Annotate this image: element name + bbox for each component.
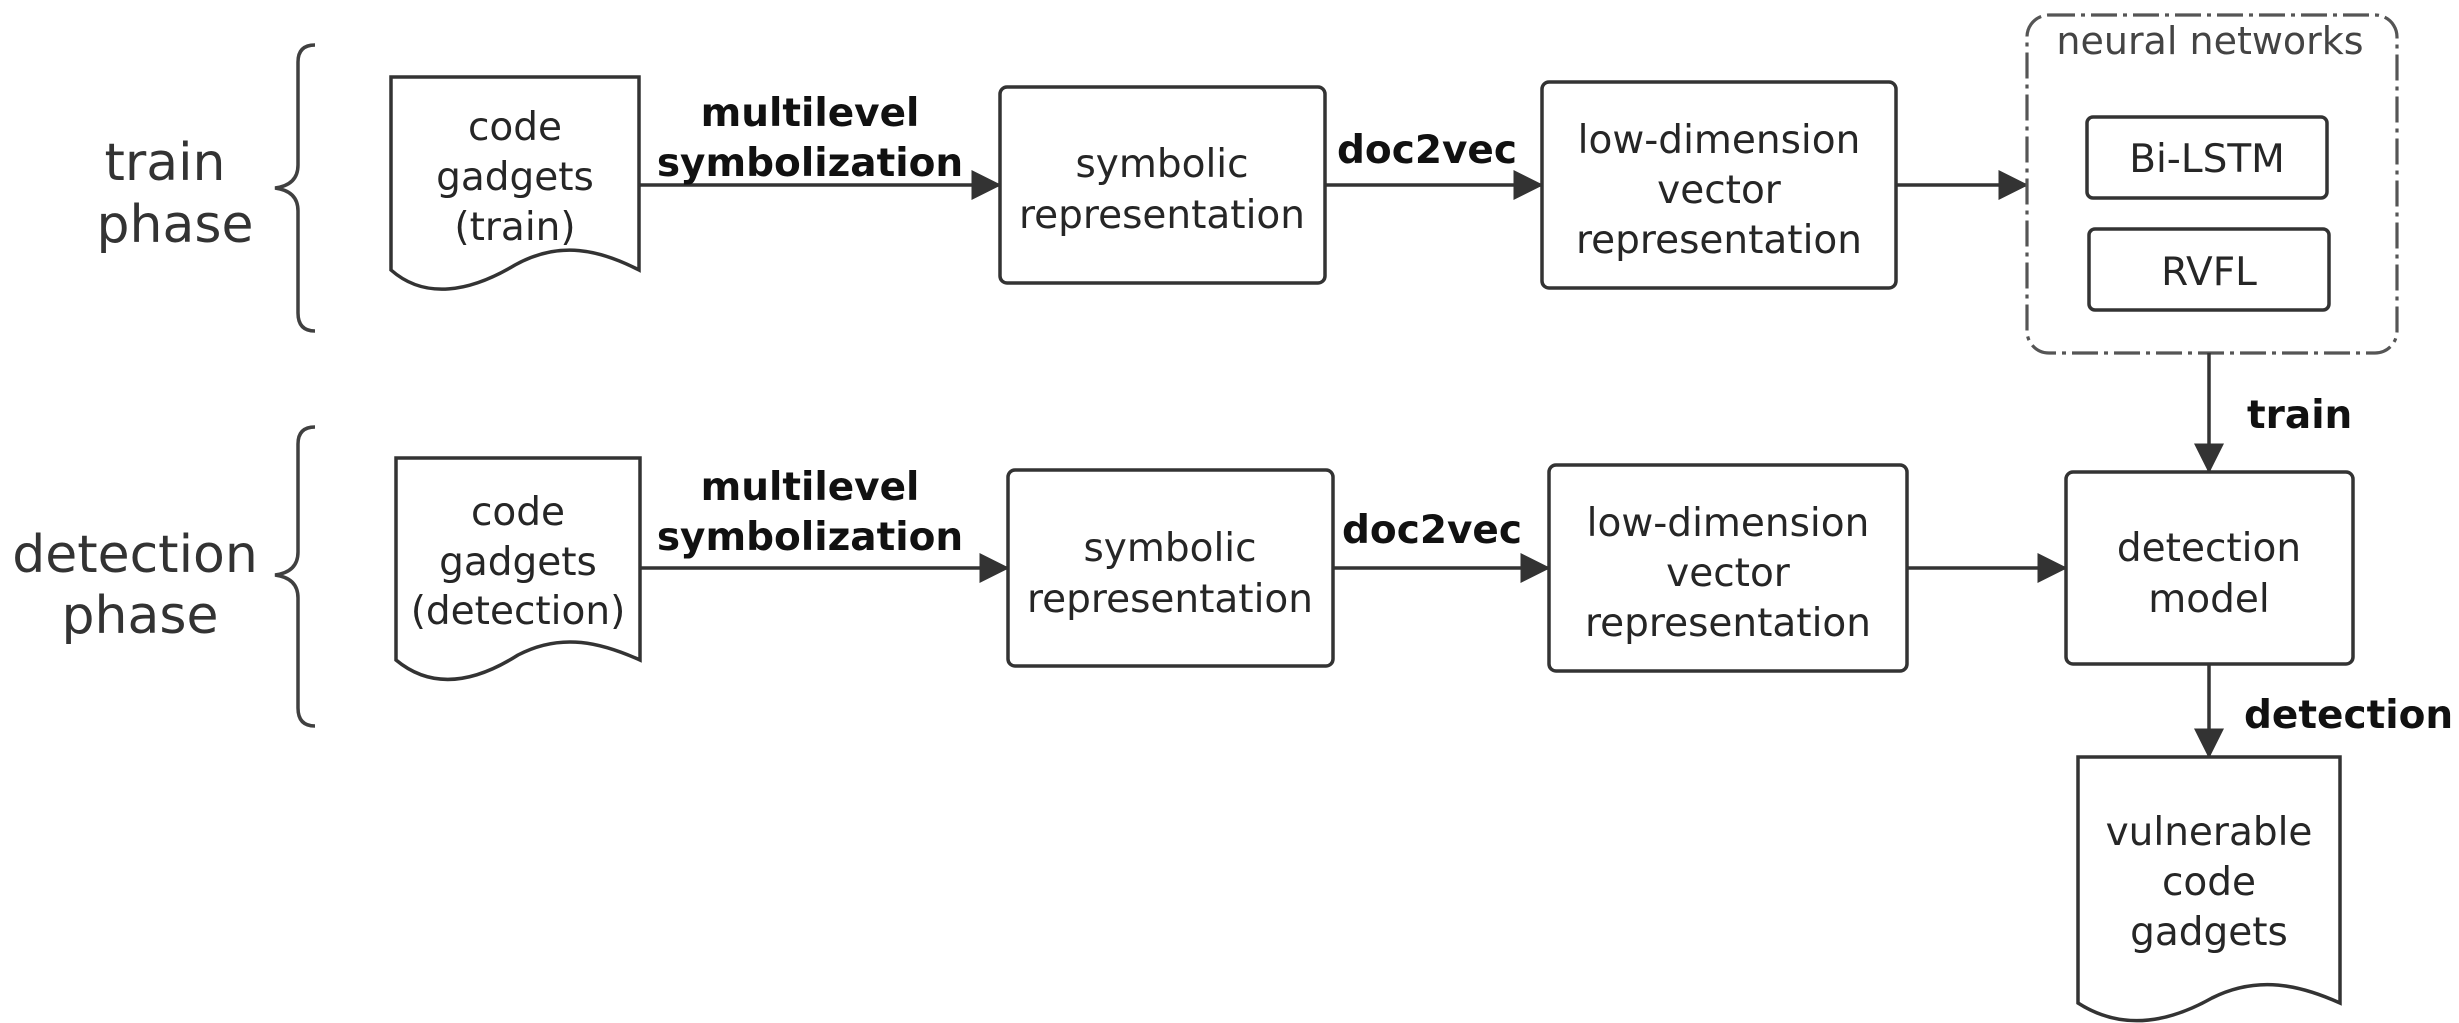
- detection-input-document: code gadgets (detection): [394, 456, 642, 682]
- train-symbolization-line-2: symbolization: [657, 141, 963, 186]
- output-line-3: gadgets: [2130, 910, 2288, 955]
- detection-symbolization-label: multilevel symbolization: [657, 465, 963, 560]
- train-phase-label: train phase: [97, 133, 254, 255]
- neural-networks-group: neural networks Bi-LSTM RVFL: [2025, 13, 2399, 355]
- train-vector-box: low-dimension vector representation: [1540, 80, 1898, 290]
- detection-input-line-1: code: [471, 490, 565, 535]
- detection-symbolic-line-1: symbolic: [1083, 526, 1256, 571]
- detection-symbolization-line-1: multilevel: [701, 465, 920, 510]
- detection-phase-brace: [274, 425, 316, 728]
- detection-vector-line-1: low-dimension: [1587, 501, 1870, 546]
- detection-vector-box: low-dimension vector representation: [1547, 463, 1909, 673]
- train-symbolic-line-1: symbolic: [1075, 142, 1248, 187]
- output-line-2: code: [2162, 860, 2256, 905]
- bi-lstm-box: Bi-LSTM: [2085, 115, 2329, 200]
- train-symbolization-label: multilevel symbolization: [657, 91, 963, 186]
- train-input-document: code gadgets (train): [389, 75, 641, 291]
- detection-vector-line-2: vector: [1666, 551, 1791, 596]
- detection-model-box: detection model: [2064, 470, 2355, 666]
- train-doc2vec-label: doc2vec: [1337, 128, 1517, 173]
- train-phase-brace: [274, 43, 316, 333]
- train-vector-line-2: vector: [1657, 168, 1782, 213]
- detection-phase-line-2: phase: [62, 586, 219, 646]
- output-document: vulnerable code gadgets: [2076, 755, 2342, 1023]
- train-edge-label: train: [2247, 393, 2352, 438]
- detection-input-line-2: gadgets: [439, 540, 597, 585]
- detection-symbolic-line-2: representation: [1027, 577, 1313, 622]
- detection-edge-label: detection: [2244, 693, 2453, 738]
- detection-model-line-2: model: [2148, 577, 2269, 622]
- train-input-line-3: (train): [454, 205, 575, 250]
- train-symbolic-box: symbolic representation: [998, 85, 1327, 285]
- train-symbolic-line-2: representation: [1019, 193, 1305, 238]
- neural-networks-title: neural networks: [2056, 19, 2363, 63]
- detection-symbolization-line-2: symbolization: [657, 515, 963, 560]
- detection-phase-label: detection phase: [12, 525, 258, 646]
- bi-lstm-label: Bi-LSTM: [2129, 137, 2285, 182]
- rvfl-label: RVFL: [2161, 250, 2257, 295]
- detection-vector-line-3: representation: [1585, 601, 1871, 646]
- train-phase-line-1: train: [104, 133, 225, 193]
- train-vector-line-1: low-dimension: [1578, 118, 1861, 163]
- detection-symbolic-box: symbolic representation: [1006, 468, 1335, 668]
- detection-input-line-3: (detection): [411, 589, 626, 634]
- train-phase-line-2: phase: [97, 195, 254, 255]
- train-input-line-1: code: [468, 105, 562, 150]
- train-vector-line-3: representation: [1576, 218, 1862, 263]
- train-symbolization-line-1: multilevel: [701, 91, 920, 136]
- train-input-line-2: gadgets: [436, 155, 594, 200]
- detection-phase-line-1: detection: [12, 525, 258, 585]
- rvfl-box: RVFL: [2087, 227, 2331, 312]
- detection-doc2vec-label: doc2vec: [1342, 508, 1522, 553]
- output-line-1: vulnerable: [2106, 810, 2313, 855]
- detection-model-line-1: detection: [2117, 526, 2301, 571]
